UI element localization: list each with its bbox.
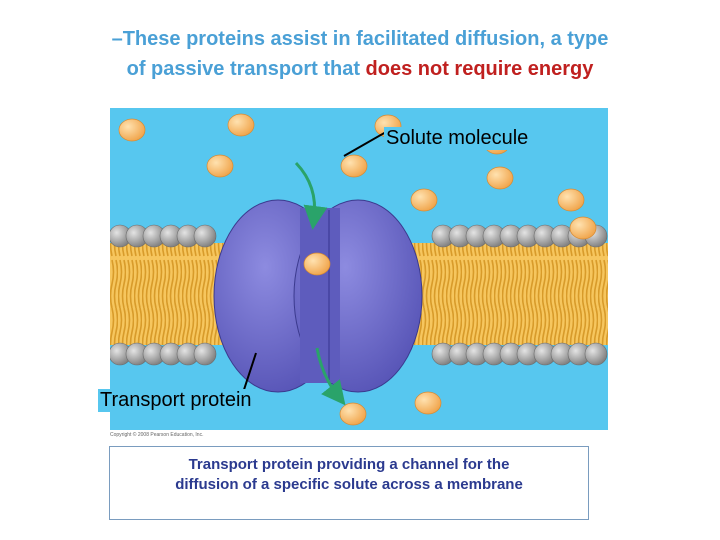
solute-molecule [118, 118, 146, 142]
caption-line-1: Transport protein providing a channel fo… [188, 456, 510, 473]
solute-molecule [206, 154, 234, 178]
copyright-text: Copyright © 2008 Pearson Education, Inc. [110, 432, 204, 438]
transport-protein [213, 199, 423, 393]
transport-protein-label: Transport protein [98, 389, 254, 412]
solute-molecule [339, 402, 367, 426]
solute-molecule [410, 188, 438, 212]
headline-highlight: does not require energy [365, 58, 594, 80]
slide-headline: –These proteins assist in facilitated di… [40, 24, 680, 84]
solute-molecule [340, 154, 368, 178]
headline-line-2-start: of passive transport that [126, 58, 366, 80]
headline-line-1: –These proteins assist in facilitated di… [111, 28, 609, 50]
solute-molecule [557, 188, 585, 212]
phospholipid-head [193, 224, 217, 248]
phospholipid-head [584, 342, 608, 366]
solute-molecule [486, 166, 514, 190]
solute-molecule [414, 391, 442, 415]
arrow-exit [315, 347, 346, 406]
solute-leader-line [343, 131, 387, 157]
solute-molecule-label: Solute molecule [384, 127, 531, 150]
membrane-figure [110, 108, 608, 430]
arrow-entry [294, 161, 328, 230]
headline-line-2: of passive transport that does not requi… [40, 54, 680, 84]
solute-molecule [569, 216, 597, 240]
phospholipid-head [193, 342, 217, 366]
solute-molecule [303, 252, 331, 276]
bottom-phospholipid-heads [110, 342, 608, 366]
caption-box: Transport protein providing a channel fo… [109, 446, 589, 520]
solute-molecule [227, 113, 255, 137]
membrane-diagram [110, 113, 608, 426]
caption-line-2: diffusion of a specific solute across a … [175, 476, 523, 493]
